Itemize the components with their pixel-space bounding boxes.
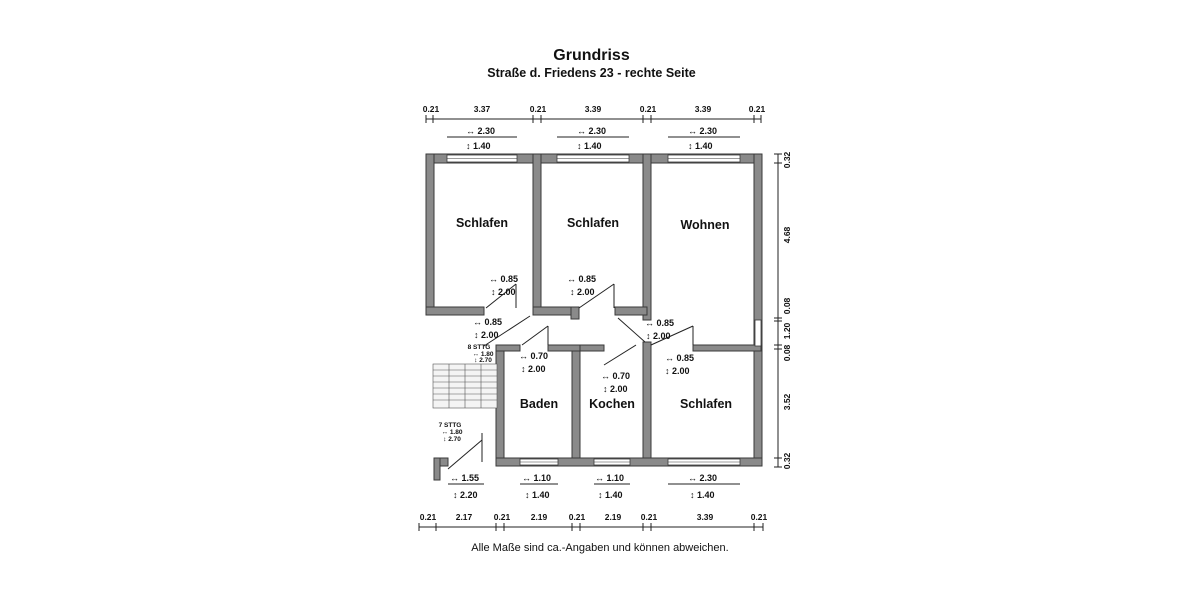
staircase <box>432 363 498 409</box>
door-3-width: ↔ 0.85 <box>473 317 502 327</box>
stair-8-height: ↕ 2.70 <box>474 357 492 364</box>
bottom-window-1-height: ↕ 2.20 <box>453 490 478 500</box>
door-2-width: ↔ 0.85 <box>567 274 596 284</box>
top-dimension-line <box>425 115 762 123</box>
right-dimension-line <box>774 153 782 468</box>
bottom-window-2-height: ↕ 1.40 <box>525 490 550 500</box>
door-5-height: ↕ 2.00 <box>521 364 546 374</box>
top-dim-0: 0.21 <box>423 104 440 114</box>
bottom-dim-8: 0.21 <box>751 512 768 522</box>
right-dim-0: 0.32 <box>782 151 792 168</box>
plan-title: Grundriss <box>553 47 630 64</box>
plan-subtitle: Straße d. Friedens 23 - rechte Seite <box>487 66 696 80</box>
right-dim-6: 0.32 <box>782 452 792 469</box>
bottom-dim-2: 0.21 <box>494 512 511 522</box>
top-dim-5: 3.39 <box>695 104 712 114</box>
right-dim-4: 0.08 <box>782 344 792 361</box>
top-window-1-height: ↕ 1.40 <box>466 141 491 151</box>
door-6-height: ↕ 2.00 <box>603 384 628 394</box>
door-7-width: ↔ 0.85 <box>665 353 694 363</box>
door-2-height: ↕ 2.00 <box>570 287 595 297</box>
disclaimer-note: Alle Maße sind ca.-Angaben und können ab… <box>471 542 729 554</box>
top-window-2-height: ↕ 1.40 <box>577 141 602 151</box>
bottom-dim-7: 3.39 <box>697 512 714 522</box>
room-wohnen: Wohnen <box>680 218 729 232</box>
bottom-window-4-height: ↕ 1.40 <box>690 490 715 500</box>
door-7-height: ↕ 2.00 <box>665 366 690 376</box>
bottom-window-2-width: ↔ 1.10 <box>522 473 551 483</box>
top-dim-6: 0.21 <box>749 104 766 114</box>
bottom-dim-4: 0.21 <box>569 512 586 522</box>
door-1-width: ↔ 0.85 <box>489 274 518 284</box>
top-dim-2: 0.21 <box>530 104 547 114</box>
bottom-dimension-line <box>418 523 764 531</box>
stair-7-height: ↕ 2.70 <box>443 436 461 443</box>
bottom-window-4-width: ↔ 2.30 <box>688 473 717 483</box>
room-baden: Baden <box>520 397 558 411</box>
door-swings <box>447 283 694 470</box>
top-dim-4: 0.21 <box>640 104 657 114</box>
door-1-height: ↕ 2.00 <box>491 287 516 297</box>
top-window-1-width: ↔ 2.30 <box>466 126 495 136</box>
top-window-2-width: ↔ 2.30 <box>577 126 606 136</box>
door-4-height: ↕ 2.00 <box>646 331 671 341</box>
bottom-dim-5: 2.19 <box>605 512 622 522</box>
room-schlafen-3: Schlafen <box>680 397 732 411</box>
door-3-height: ↕ 2.00 <box>474 330 499 340</box>
right-dim-5: 3.52 <box>782 393 792 410</box>
top-window-3-height: ↕ 1.40 <box>688 141 713 151</box>
right-dim-2: 0.08 <box>782 297 792 314</box>
room-schlafen-1: Schlafen <box>456 216 508 230</box>
top-dim-1: 3.37 <box>474 104 491 114</box>
bottom-dim-1: 2.17 <box>456 512 473 522</box>
bottom-dim-3: 2.19 <box>531 512 548 522</box>
right-dim-3: 1.20 <box>782 322 792 339</box>
bottom-dim-0: 0.21 <box>420 512 437 522</box>
door-4-width: ↔ 0.85 <box>645 318 674 328</box>
stair-7-width: ↔ 1.80 <box>442 429 463 436</box>
bottom-dim-6: 0.21 <box>641 512 658 522</box>
top-window-3-width: ↔ 2.30 <box>688 126 717 136</box>
bottom-window-1-width: ↔ 1.55 <box>450 473 479 483</box>
stair-8-label: 8 STTG <box>468 344 491 351</box>
bottom-window-3-width: ↔ 1.10 <box>595 473 624 483</box>
bottom-window-3-height: ↕ 1.40 <box>598 490 623 500</box>
door-6-width: ↔ 0.70 <box>601 371 630 381</box>
windows <box>446 154 762 466</box>
stair-7-label: 7 STTG <box>439 422 462 429</box>
right-dim-1: 4.68 <box>782 226 792 243</box>
top-dim-3: 3.39 <box>585 104 602 114</box>
stair-8-width: ↔ 1.80 <box>473 351 494 358</box>
door-5-width: ↔ 0.70 <box>519 351 548 361</box>
room-kochen: Kochen <box>589 397 635 411</box>
room-schlafen-2: Schlafen <box>567 216 619 230</box>
